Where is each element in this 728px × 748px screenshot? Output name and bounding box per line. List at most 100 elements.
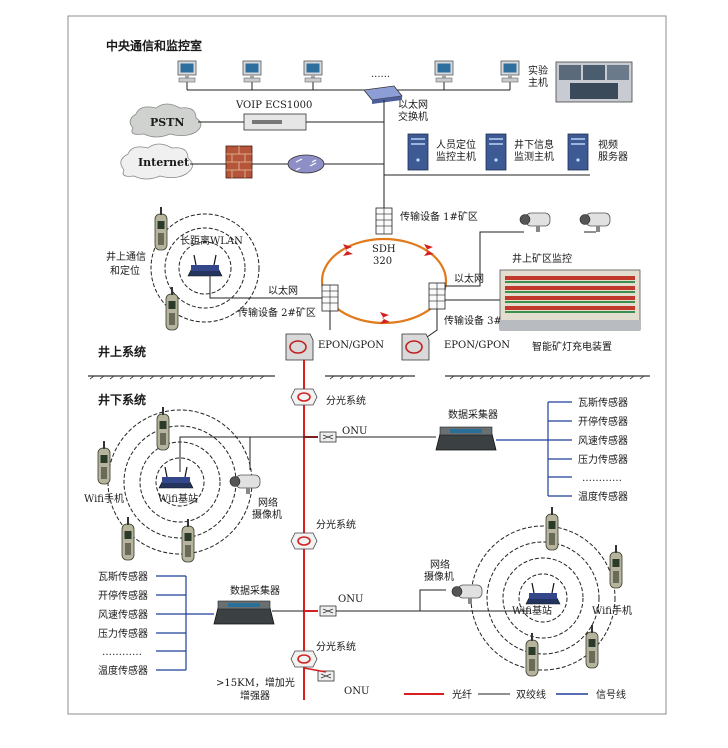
surface-camera-2-icon <box>579 212 611 233</box>
wifi-phone-right-1-icon <box>545 506 559 551</box>
svg-text:监控主机: 监控主机 <box>436 150 476 163</box>
transport-device-2-icon <box>321 284 339 312</box>
internet-label: Internet <box>138 156 190 169</box>
splitter-1-label: 分光系统 <box>326 394 366 407</box>
svg-text:视频: 视频 <box>598 138 618 151</box>
legend: 光纤 双绞线 信号线 <box>404 688 626 701</box>
splitter-3-label: 分光系统 <box>316 640 356 653</box>
workstation-pc-3-icon <box>303 60 323 83</box>
firewall-icon <box>225 145 253 179</box>
svg-text:井下信息: 井下信息 <box>514 138 554 151</box>
svg-text:320: 320 <box>373 256 392 267</box>
transport-device-1-label: 传输设备 1#矿区 <box>400 210 478 223</box>
onu-2-icon <box>319 605 337 617</box>
ethernet-switch-icon <box>363 85 403 104</box>
wifi-phone-right-2-icon <box>609 544 623 589</box>
surface-phone-1-icon <box>154 206 168 251</box>
epon-right-icon <box>401 333 430 361</box>
svg-text:摄像机: 摄像机 <box>424 570 454 583</box>
wifi-phone-left-label: Wifi手机 <box>84 492 124 505</box>
amplifier-label: >15KM，增加光 增强器 <box>216 676 295 702</box>
internet-cloud-icon <box>120 143 193 180</box>
epon-right-label: EPON/GPON <box>444 340 510 351</box>
svg-text:和定位: 和定位 <box>110 264 140 277</box>
sensor-right-wind: 风速传感器 <box>578 434 628 447</box>
sensor-left-temperature: 温度传感器 <box>98 664 148 677</box>
svg-text:SDH: SDH <box>372 244 396 255</box>
pstn-label: PSTN <box>150 116 184 129</box>
pc-ellipsis: ...... <box>371 69 390 80</box>
svg-text:监测主机: 监测主机 <box>514 150 554 163</box>
wifi-phone-left-4-icon <box>181 518 195 563</box>
wifi-station-left-label: Wifi基站 <box>158 492 198 505</box>
wifi-left-link <box>179 436 318 472</box>
ethernet-right-label: 以太网 <box>454 272 484 285</box>
sensor-list-left: 瓦斯传感器 开停传感器 风速传感器 压力传感器 ………… 温度传感器 <box>98 570 214 677</box>
onu-3-fiber <box>303 667 327 673</box>
onu-3-label: ONU <box>344 686 369 697</box>
experiment-host-label: 实验 主机 <box>528 64 548 89</box>
wlan-link <box>209 276 322 299</box>
surface-system-title: 井上系统 <box>98 344 146 359</box>
svg-text:井上通信: 井上通信 <box>106 250 146 263</box>
net-camera-right-icon <box>451 584 483 605</box>
splitter-2-icon <box>290 532 318 550</box>
svg-text:服务器: 服务器 <box>598 150 628 163</box>
legend-fiber-label: 光纤 <box>452 688 472 701</box>
video-server-label: 视频 服务器 <box>598 138 628 163</box>
wifi-phone-right-3-icon <box>525 632 539 677</box>
ethernet-left-label: 以太网 <box>268 284 298 297</box>
svg-text:>15KM，增加光: >15KM，增加光 <box>216 676 295 689</box>
video-wall-icon <box>555 61 633 103</box>
lamp-charger-label: 智能矿灯充电装置 <box>532 340 612 353</box>
monitor-link <box>445 231 524 287</box>
surface-phone-2-icon <box>165 286 179 331</box>
sensor-left-switch: 开停传感器 <box>98 589 148 602</box>
svg-text:以太网: 以太网 <box>398 98 428 111</box>
sensor-left-gas: 瓦斯传感器 <box>98 570 148 583</box>
workstation-pc-5-icon <box>500 60 520 83</box>
net-camera-left-icon <box>229 474 261 495</box>
video-server-icon <box>567 133 589 171</box>
wifi-phone-right-4-icon <box>585 624 599 669</box>
collector-2-icon <box>213 600 275 625</box>
outer-frame <box>67 15 667 715</box>
surface-monitor-label: 井上矿区监控 <box>512 252 572 265</box>
legend-twisted-label: 双绞线 <box>516 688 546 701</box>
workstation-pc-1-icon <box>177 60 197 83</box>
info-host-icon <box>485 133 507 171</box>
splitter-3-icon <box>290 650 318 668</box>
net-camera-right-label: 网络 摄像机 <box>424 558 454 583</box>
svg-text:交换机: 交换机 <box>398 110 428 123</box>
underground-system-title: 井下系统 <box>98 392 146 407</box>
collector-2-label: 数据采集器 <box>230 584 280 597</box>
sensor-right-pressure: 压力传感器 <box>578 453 628 466</box>
voip-label: VOIP ECS1000 <box>235 100 312 111</box>
svg-text:网络: 网络 <box>430 558 450 571</box>
transport-device-2-label: 传输设备 2#矿区 <box>238 306 316 319</box>
sensor-right-ellipsis: ………… <box>582 473 622 484</box>
net-camera-left-label: 网络 摄像机 <box>252 496 282 521</box>
surface-camera-1-icon <box>519 212 551 233</box>
sdh-label: SDH 320 <box>372 244 396 267</box>
voip-gateway-icon <box>243 113 307 131</box>
onu-3-icon <box>317 670 335 682</box>
wifi-phone-left-3-icon <box>121 516 135 561</box>
epon-left-label: EPON/GPON <box>318 340 384 351</box>
wlan-label: 长距离WLAN <box>180 234 243 247</box>
info-host-label: 井下信息 监测主机 <box>514 138 554 163</box>
lamp-charger-icon <box>499 269 641 331</box>
pstn-cloud-icon <box>129 103 202 138</box>
svg-text:主机: 主机 <box>528 76 548 89</box>
onu-2-label: ONU <box>338 594 363 605</box>
transport-device-3-icon <box>428 282 446 310</box>
splitter-2-label: 分光系统 <box>316 518 356 531</box>
svg-text:实验: 实验 <box>528 64 548 77</box>
wifi-station-right-icon <box>525 582 561 605</box>
sensor-list-right: 瓦斯传感器 开停传感器 风速传感器 压力传感器 ………… 温度传感器 <box>496 396 628 503</box>
ground-divider <box>88 375 650 380</box>
svg-text:增强器: 增强器 <box>240 689 270 702</box>
wifi-phone-left-1-icon <box>156 406 170 451</box>
personnel-host-icon <box>407 133 429 171</box>
